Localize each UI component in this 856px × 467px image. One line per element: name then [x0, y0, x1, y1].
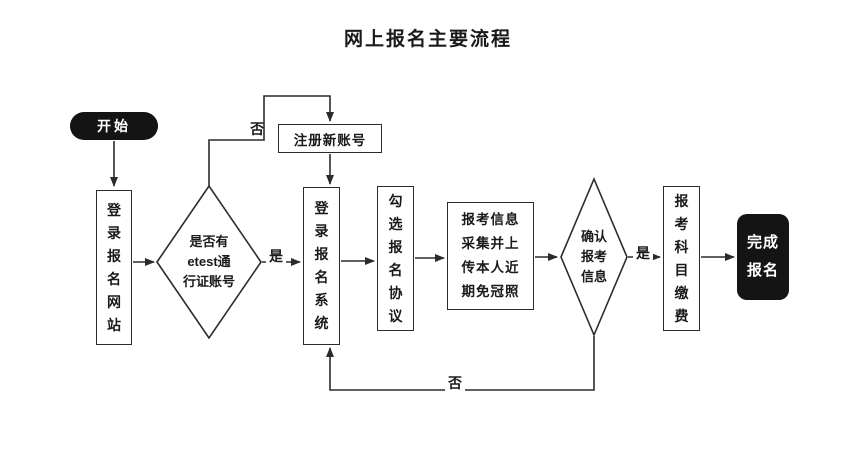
start-label: 开始: [97, 118, 131, 134]
no-label-etest: 否: [250, 121, 264, 137]
confirm-decision-diamond: [560, 176, 628, 338]
no-label-confirm: 否: [445, 374, 465, 393]
collect-info-label: 报考信息 采集并上 传本人近 期免冠照: [461, 212, 520, 299]
pay-fee-label: 报考科目缴费: [674, 192, 689, 324]
confirm-decision-label-box: 确认 报考 信息: [562, 224, 626, 290]
etest-decision-label-box: 是否有 etest通 行证账号: [157, 228, 261, 296]
register-account-node: 注册新账号: [278, 124, 382, 153]
login-system-node: 登录报名系统: [303, 187, 340, 345]
edge-etest-no-to-register: [208, 95, 334, 186]
etest-decision-diamond: [156, 184, 262, 340]
login-site-node: 登录报名网站: [96, 190, 132, 345]
finish-node: 完成 报名: [737, 214, 789, 300]
register-account-label: 注册新账号: [293, 132, 367, 148]
yes-label-etest: 是: [266, 247, 286, 266]
agreement-node: 勾选报名协议: [377, 186, 414, 331]
pay-fee-node: 报考科目缴费: [663, 186, 700, 331]
yes-label-confirm: 是: [633, 244, 653, 263]
login-system-label: 登录报名系统: [314, 200, 329, 331]
page-title: 网上报名主要流程: [343, 29, 512, 50]
start-node: 开始: [70, 112, 158, 140]
agreement-label: 勾选报名协议: [388, 192, 403, 324]
confirm-decision-label: 确认 报考 信息: [580, 228, 607, 285]
login-site-label: 登录报名网站: [107, 201, 121, 333]
finish-label: 完成 报名: [746, 234, 779, 279]
collect-info-node: 报考信息 采集并上 传本人近 期免冠照: [447, 202, 534, 310]
etest-decision-label: 是否有 etest通 行证账号: [182, 233, 235, 290]
